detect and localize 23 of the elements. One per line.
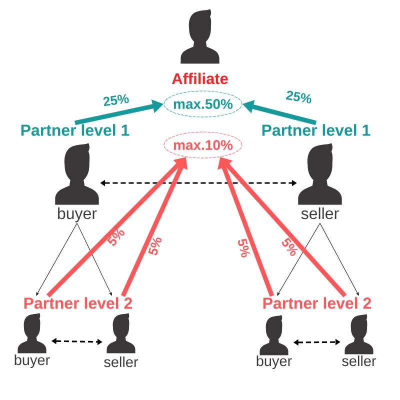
- percentage-oval: max.50%: [164, 90, 242, 118]
- role-label: Partner level 1: [262, 124, 370, 136]
- percentage-oval: max.10%: [164, 132, 242, 158]
- role-label: Partner level 2: [24, 297, 132, 309]
- edge-label: 5%: [107, 228, 124, 246]
- edge-label: 5%: [148, 238, 162, 256]
- role-label: Partner level 1: [21, 124, 130, 136]
- person-caption: Affiliate: [172, 72, 228, 84]
- person-caption: buyer: [256, 356, 292, 370]
- arrow: [76, 222, 112, 296]
- person-caption: seller: [342, 356, 376, 366]
- arrow: [277, 222, 320, 296]
- person-caption: buyer: [14, 354, 50, 368]
- role-label: Partner level 2: [263, 297, 372, 309]
- person-caption: buyer: [58, 207, 97, 222]
- edge-label: 25%: [103, 94, 129, 106]
- arrow: [320, 222, 359, 296]
- edge-label: 5%: [282, 238, 298, 256]
- arrow: [36, 222, 78, 296]
- person-caption: seller: [301, 207, 339, 220]
- person-caption: seller: [104, 356, 138, 368]
- edge-label: 25%: [286, 90, 312, 104]
- edge-label: 5%: [238, 238, 250, 258]
